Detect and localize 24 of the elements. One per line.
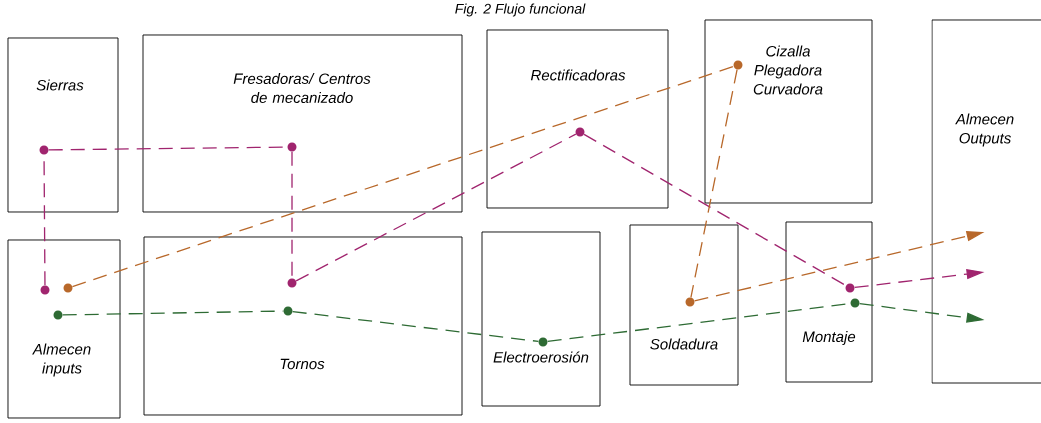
flow-point [538, 337, 548, 347]
flow-point [845, 283, 855, 293]
area-box: Soldadura [629, 224, 739, 386]
figure-title: Fig. 2 Flujo funcional [455, 3, 586, 17]
area-box: Cizalla Plegadora Curvadora [704, 19, 873, 204]
flow-point [40, 285, 50, 295]
area-box: Almecen Outputs [931, 19, 1041, 384]
flow-point [685, 297, 695, 307]
flow-point [575, 127, 585, 137]
area-box: Almecen inputs [7, 239, 121, 419]
flow-point [287, 278, 297, 288]
flow-point [287, 142, 297, 152]
area-box: Fresadoras/ Centros de mecanizado [142, 34, 463, 213]
flow-point [39, 145, 49, 155]
flow-point [733, 60, 743, 70]
flow-point [53, 310, 63, 320]
flow-point [283, 306, 293, 316]
area-box: Electroerosión [481, 231, 601, 407]
area-box: Montaje [785, 221, 873, 383]
area-box: Rectificadoras [486, 29, 669, 209]
area-box: Tornos [143, 236, 463, 416]
flow-point [850, 298, 860, 308]
flow-point [63, 283, 73, 293]
area-box: Sierras [7, 37, 119, 213]
